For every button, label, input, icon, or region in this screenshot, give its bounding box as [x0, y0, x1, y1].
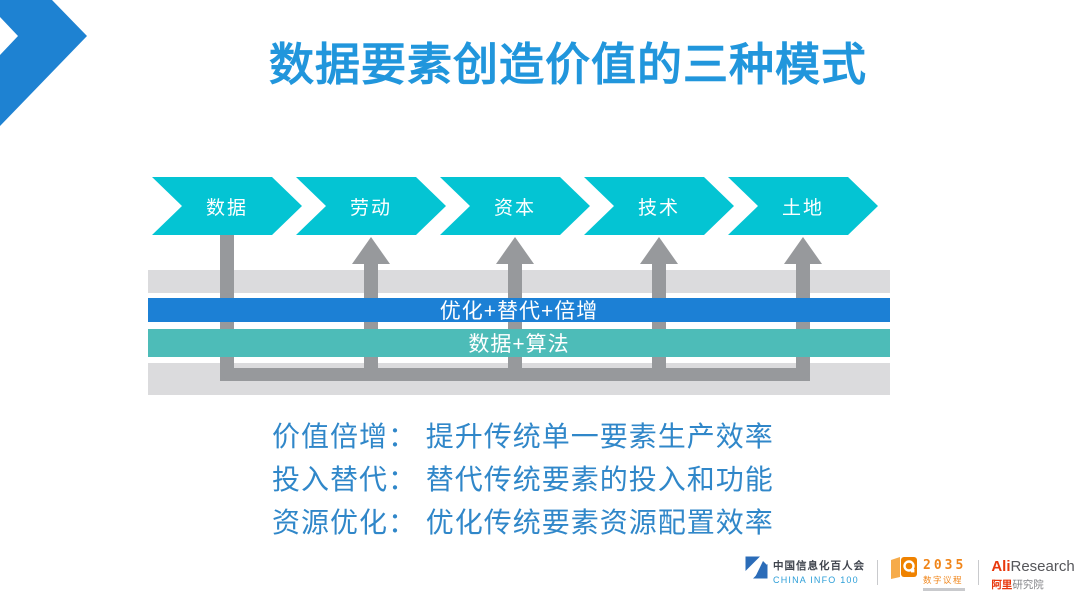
modes-text-block: 价值倍增： 提升传统单一要素生产效率 投入替代： 替代传统要素的投入和功能 资源… — [272, 415, 774, 544]
footer-divider — [978, 560, 980, 585]
layer-bar-data-algorithm: 数据+算法 — [148, 329, 890, 357]
factor-label: 技术 — [637, 197, 680, 219]
factor-label: 土地 — [781, 197, 824, 219]
agenda-2035-subtitle: 数字议程 — [923, 575, 964, 585]
factor-chevron-technology: 技术 — [584, 177, 734, 235]
china-info-100-icon — [745, 556, 768, 579]
layer-bar-label: 数据+算法 — [468, 333, 570, 356]
open-book-icon — [891, 557, 917, 579]
footer-divider — [877, 560, 878, 585]
factor-chevron-capital: 资本 — [440, 177, 590, 235]
layer-bar-label: 优化+替代+倍增 — [439, 300, 599, 323]
china-info-100-cn: 中国信息化百人会 — [773, 560, 865, 572]
factor-label: 资本 — [493, 197, 536, 219]
factor-label: 劳动 — [349, 197, 392, 219]
china-info-100-en: CHINA INFO 100 — [773, 575, 859, 585]
factor-label: 数据 — [205, 197, 248, 219]
aliresearch-brand: AliResearch — [991, 558, 1075, 575]
footer-logos: 中国信息化百人会 CHINA INFO 100 2035 数字议程 Al — [745, 556, 1075, 596]
bottom-bus-connector — [220, 368, 810, 381]
aliresearch-cn: 阿里研究院 — [991, 579, 1044, 591]
slide-title: 数据要素创造价值的三种模式 — [268, 39, 867, 90]
agenda-2035-microtext-line — [923, 588, 965, 591]
corner-chevron-ornament — [0, 0, 87, 126]
factor-chevron-data: 数据 — [152, 177, 302, 235]
mode-line-value-multiply: 价值倍增： 提升传统单一要素生产效率 — [272, 421, 774, 452]
mode-line-resource-optimize: 资源优化： 优化传统要素资源配置效率 — [272, 507, 774, 538]
logo-2035-digital-agenda: 2035 数字议程 — [890, 556, 966, 591]
logo-china-info-100: 中国信息化百人会 CHINA INFO 100 — [745, 556, 865, 585]
agenda-2035-title: 2035 — [923, 558, 967, 573]
mode-line-input-substitute: 投入替代： 替代传统要素的投入和功能 — [272, 464, 774, 495]
layer-bar-optimize-substitute-multiply: 优化+替代+倍增 — [148, 298, 890, 323]
factor-chevron-labor: 劳动 — [296, 177, 446, 235]
factor-chevron-land: 土地 — [728, 177, 878, 235]
logo-aliresearch: AliResearch 阿里研究院 — [991, 556, 1074, 592]
